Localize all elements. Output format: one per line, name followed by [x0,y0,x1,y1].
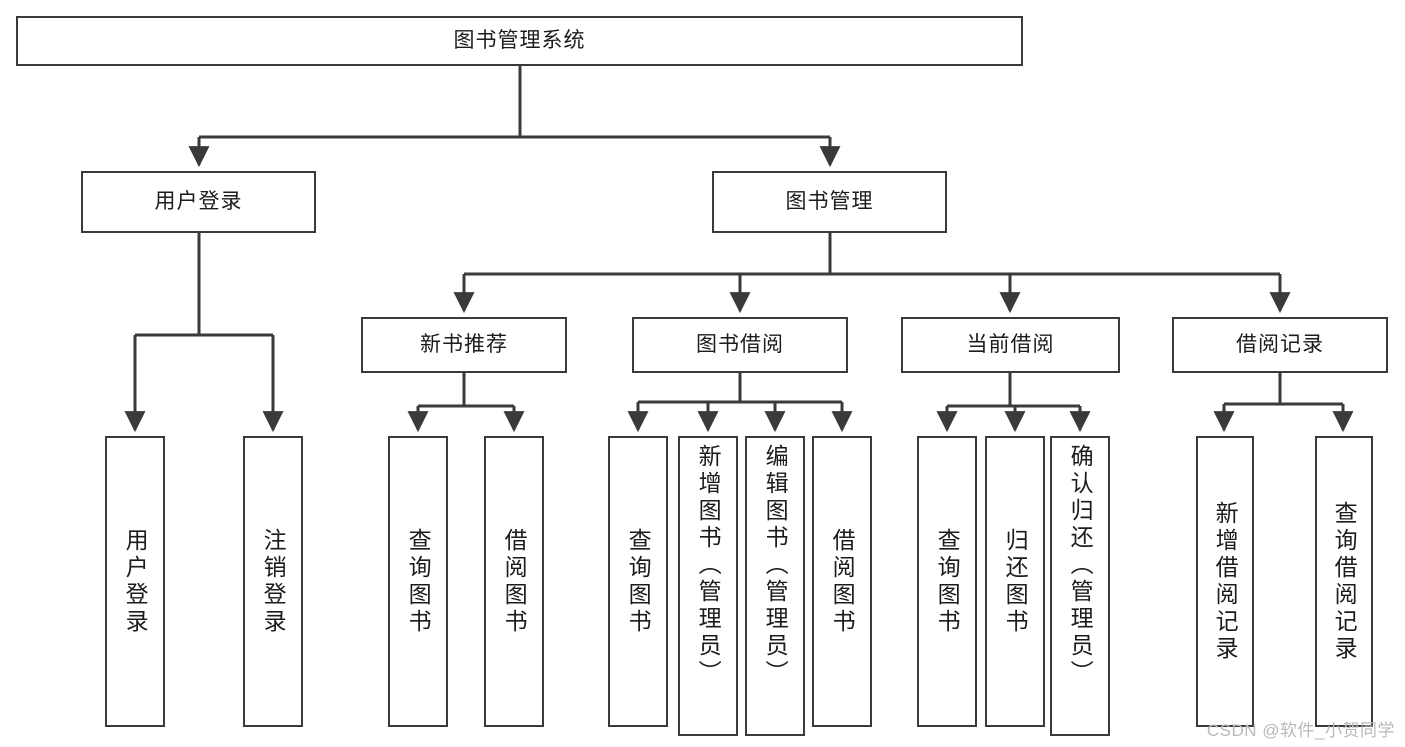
leaf-user-login-login[interactable]: 用户登录 [105,436,165,727]
node-book-management[interactable]: 图书管理 [712,171,947,233]
node-label: 图书借阅 [696,333,784,357]
leaf-label: 查询图书 [405,527,432,636]
node-label: 用户登录 [154,190,243,214]
leaf-borrow-query-book[interactable]: 查询图书 [608,436,668,727]
leaf-label: 注销登录 [260,527,287,636]
leaf-recommend-query-book[interactable]: 查询图书 [388,436,448,727]
leaf-label: 用户登录 [122,527,149,636]
leaf-user-login-logout[interactable]: 注销登录 [243,436,303,727]
node-root-system[interactable]: 图书管理系统 [16,16,1023,66]
leaf-label: 编辑图书（管理员） [762,444,789,687]
node-new-book-recommend[interactable]: 新书推荐 [361,317,567,373]
leaf-label: 借阅图书 [501,527,528,636]
node-label: 新书推荐 [420,333,508,357]
node-user-login[interactable]: 用户登录 [81,171,316,233]
leaf-current-confirm-return-admin[interactable]: 确认归还（管理员） [1050,436,1110,736]
leaf-recommend-borrow-book[interactable]: 借阅图书 [484,436,544,727]
leaf-label: 查询图书 [625,527,652,636]
leaf-record-add-record[interactable]: 新增借阅记录 [1196,436,1254,727]
leaf-label: 查询图书 [934,527,961,636]
node-label: 当前借阅 [966,333,1055,357]
leaf-record-query-record[interactable]: 查询借阅记录 [1315,436,1373,727]
leaf-label: 新增图书（管理员） [695,444,722,687]
node-borrow-record[interactable]: 借阅记录 [1172,317,1388,373]
leaf-label: 新增借阅记录 [1212,500,1239,663]
node-label: 借阅记录 [1236,333,1324,357]
leaf-current-return-book[interactable]: 归还图书 [985,436,1045,727]
leaf-label: 借阅图书 [829,527,856,636]
node-label: 图书管理系统 [453,29,586,53]
node-current-borrow[interactable]: 当前借阅 [901,317,1120,373]
csdn-watermark: CSDN @软件_小贺同学 [1206,721,1395,740]
node-book-borrow[interactable]: 图书借阅 [632,317,848,373]
leaf-current-query-book[interactable]: 查询图书 [917,436,977,727]
node-label: 图书管理 [785,190,874,214]
leaf-borrow-edit-book-admin[interactable]: 编辑图书（管理员） [745,436,805,736]
leaf-label: 确认归还（管理员） [1067,444,1094,687]
leaf-borrow-borrow-book[interactable]: 借阅图书 [812,436,872,727]
leaf-borrow-add-book-admin[interactable]: 新增图书（管理员） [678,436,738,736]
leaf-label: 查询借阅记录 [1331,500,1358,663]
leaf-label: 归还图书 [1002,527,1029,636]
